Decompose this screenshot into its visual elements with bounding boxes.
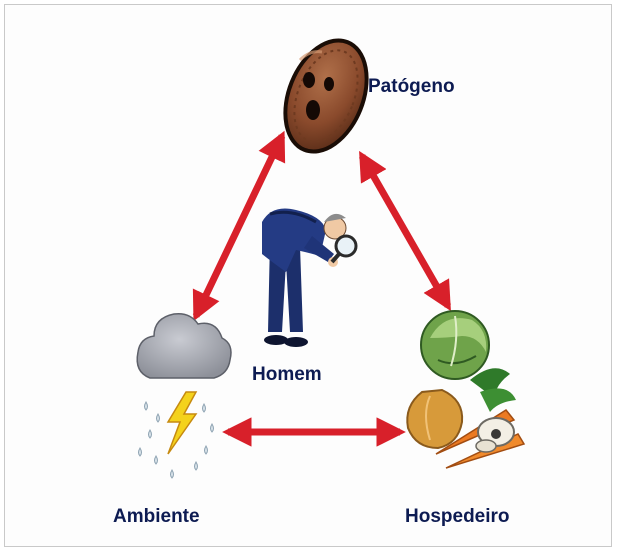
label-human: Homem (252, 364, 322, 386)
label-pathogen: Patógeno (368, 76, 455, 98)
vegetables-icon (407, 311, 524, 468)
seed-pathogen-icon (270, 28, 382, 163)
arrow-pathogen-host (362, 156, 448, 306)
detective-with-magnifier-icon (262, 209, 356, 348)
label-environment: Ambiente (113, 506, 200, 528)
label-host: Hospedeiro (405, 506, 510, 528)
storm-cloud-icon (137, 314, 231, 478)
